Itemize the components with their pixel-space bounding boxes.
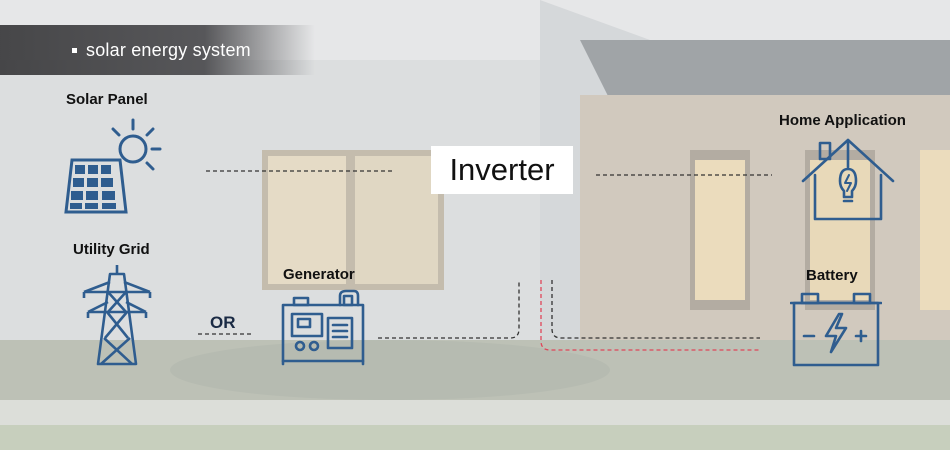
utility-grid-label: Utility Grid: [73, 241, 150, 258]
house-bulb-icon: [801, 138, 895, 221]
inverter-label: Inverter: [449, 152, 555, 187]
generator-icon: [281, 289, 365, 366]
inverter-box: Inverter: [431, 146, 573, 194]
home-application-label: Home Application: [779, 112, 906, 129]
battery-charge-line: [551, 280, 760, 339]
power-tower-icon: [82, 265, 152, 366]
solar-panel-label: Solar Panel: [66, 91, 148, 108]
generator-label: Generator: [283, 266, 355, 283]
title-banner: solar energy system: [0, 25, 315, 75]
diagram-title: solar energy system: [86, 39, 251, 60]
battery-icon: [790, 292, 882, 367]
battery-label: Battery: [806, 267, 858, 284]
generator-to-inverter-line: [378, 280, 520, 339]
bullet-icon: [72, 47, 77, 53]
battery-discharge-line: [540, 280, 760, 351]
solar-panel-icon: [64, 118, 162, 214]
or-label: OR: [210, 313, 236, 332]
